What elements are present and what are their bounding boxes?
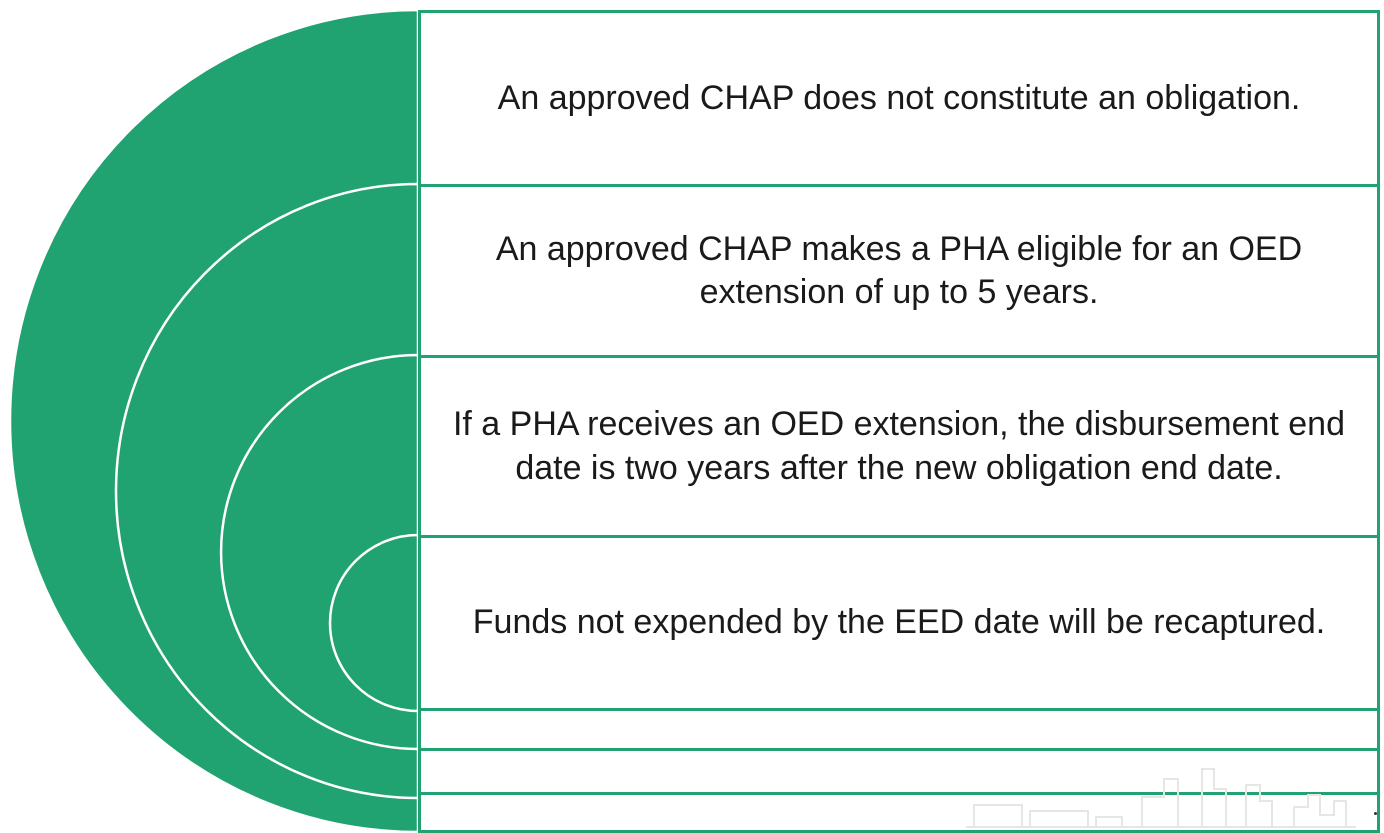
diagram-spacer-2 <box>418 748 1380 795</box>
diagram-item-3-text: If a PHA receives an OED extension, the … <box>452 405 1346 487</box>
diagram-item-2: An approved CHAP makes a PHA eligible fo… <box>418 184 1380 358</box>
diagram-spacer-1 <box>418 708 1380 751</box>
diagram-item-1: An approved CHAP does not constitute an … <box>418 10 1380 187</box>
diagram-item-1-text: An approved CHAP does not constitute an … <box>497 78 1301 117</box>
diagram-item-3: If a PHA receives an OED extension, the … <box>418 355 1380 538</box>
diagram-item-4-text: Funds not expended by the EED date will … <box>472 603 1326 642</box>
corner-dot <box>1374 812 1377 815</box>
arc-level-4 <box>328 533 420 713</box>
city-skyline-watermark <box>966 768 1356 828</box>
diagram-item-4: Funds not expended by the EED date will … <box>418 535 1380 711</box>
diagram-item-2-text: An approved CHAP makes a PHA eligible fo… <box>495 229 1303 311</box>
